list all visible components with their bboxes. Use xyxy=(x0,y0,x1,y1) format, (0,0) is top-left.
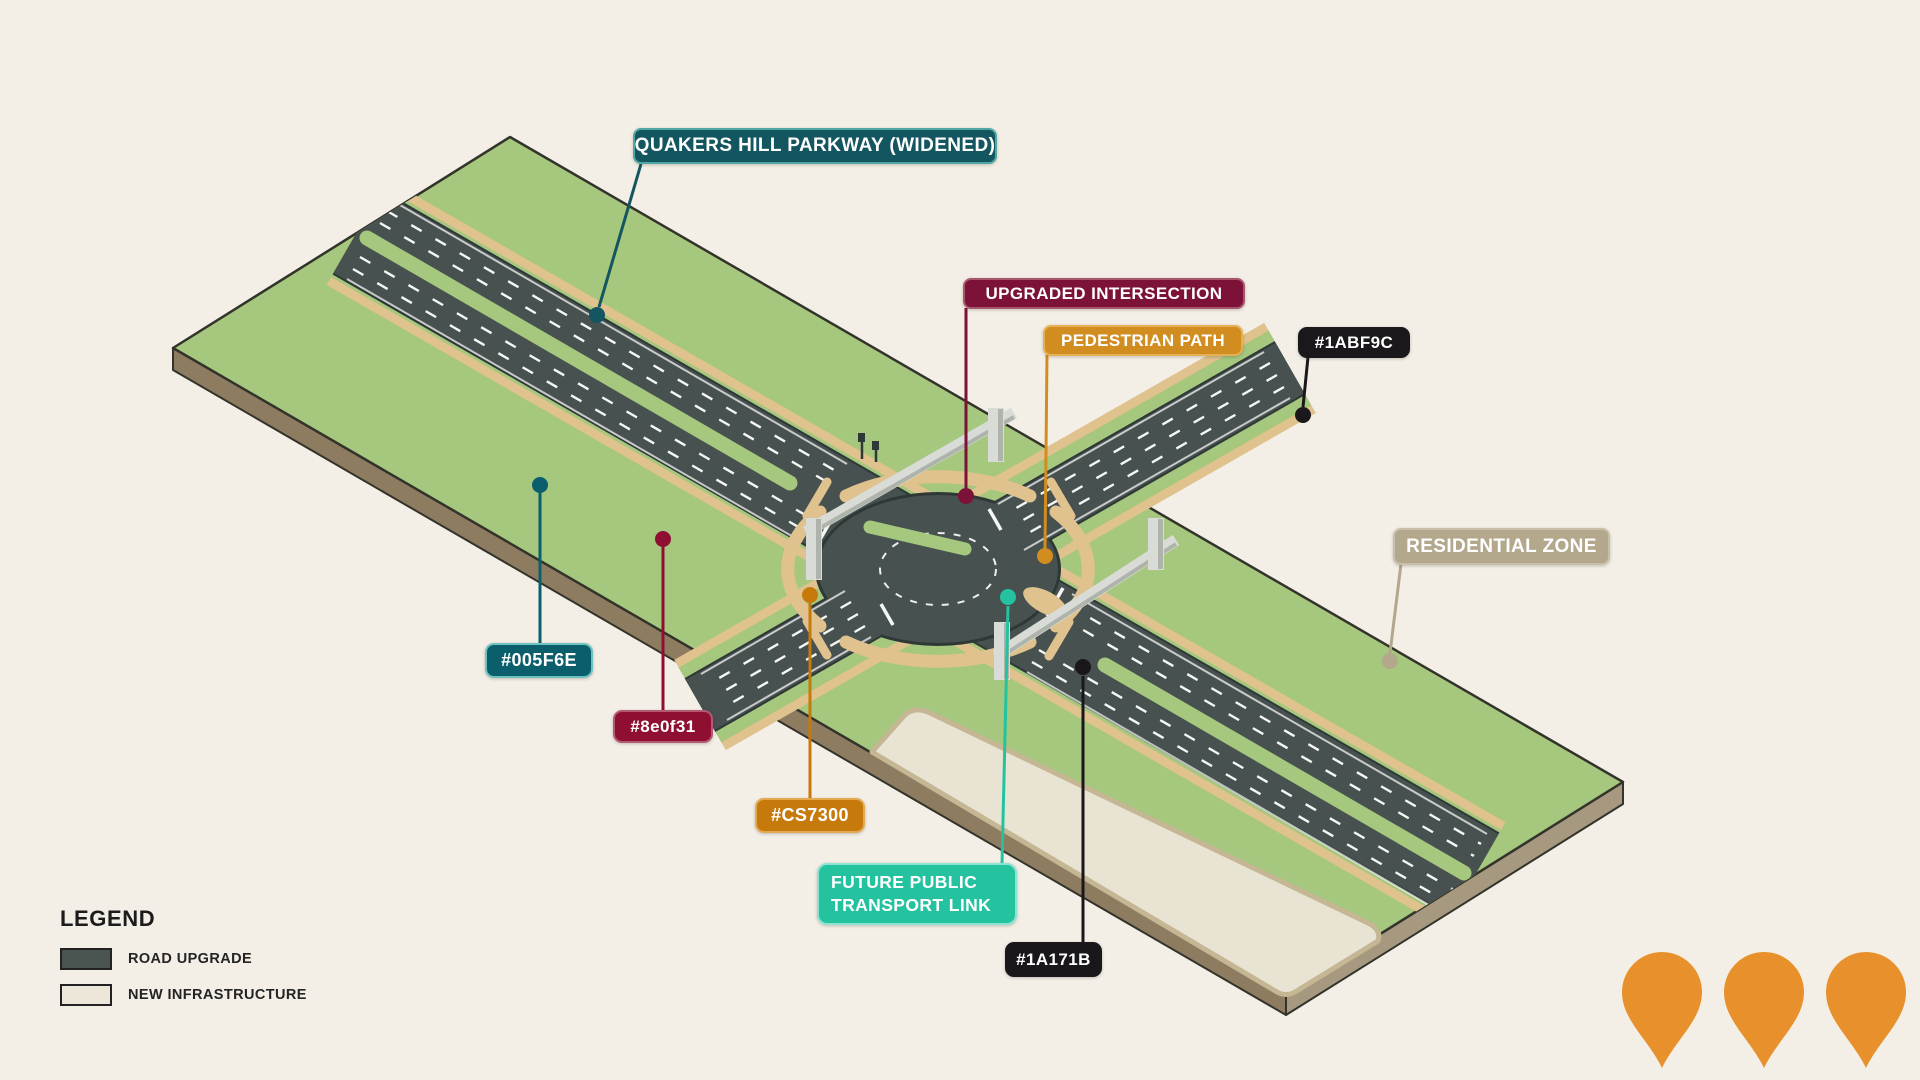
crossroad-edge-lines xyxy=(700,351,1291,721)
map-pins xyxy=(1622,952,1906,1068)
label-hex-1a171b: #1A171B xyxy=(1005,942,1102,977)
gantry-north xyxy=(803,407,1017,580)
traffic-island xyxy=(1023,587,1067,617)
legend-label: NEW INFRASTRUCTURE xyxy=(128,987,307,1003)
legend-title: LEGEND xyxy=(60,906,156,931)
legend: LEGEND ROAD UPGRADE NEW INFRASTRUCTURE xyxy=(60,906,307,1020)
legend-label: ROAD UPGRADE xyxy=(128,951,253,967)
map-pin-icon xyxy=(1622,952,1702,1068)
map-pin-icon xyxy=(1826,952,1906,1068)
map-pin-icon xyxy=(1724,952,1804,1068)
label-hex-cs7300: #CS7300 xyxy=(755,798,865,833)
crossroad-road xyxy=(685,342,1305,731)
label-hex-8e0f31: #8e0f31 xyxy=(613,710,713,743)
label-future-public-transport-link: FUTURE PUBLIC TRANSPORT LINK xyxy=(817,863,1017,925)
legend-item-new-infrastructure: NEW INFRASTRUCTURE xyxy=(60,984,307,1006)
label-residential-zone: RESIDENTIAL ZONE xyxy=(1393,528,1610,565)
label-hex-005f6e: #005F6E xyxy=(485,643,593,678)
new-infrastructure-swatch xyxy=(60,984,112,1006)
traffic-signal-icon xyxy=(858,433,879,462)
label-pedestrian-path: PEDESTRIAN PATH xyxy=(1043,325,1243,356)
intersection-guide-circle xyxy=(879,532,997,606)
median-island xyxy=(863,520,972,556)
road-upgrade-swatch xyxy=(60,948,112,970)
label-upgraded-intersection: UPGRADED INTERSECTION xyxy=(963,278,1245,309)
label-hex-1abf9c: #1ABF9C xyxy=(1298,327,1410,358)
new-infrastructure-zone xyxy=(869,707,1382,997)
legend-item-road-upgrade: ROAD UPGRADE xyxy=(60,948,307,970)
parkway-markings xyxy=(346,200,1488,913)
label-quakers-hill-parkway: QUAKERS HILL PARKWAY (WIDENED) xyxy=(633,128,997,164)
crossing-refuges xyxy=(802,477,1076,661)
leader-lines xyxy=(532,163,1403,943)
